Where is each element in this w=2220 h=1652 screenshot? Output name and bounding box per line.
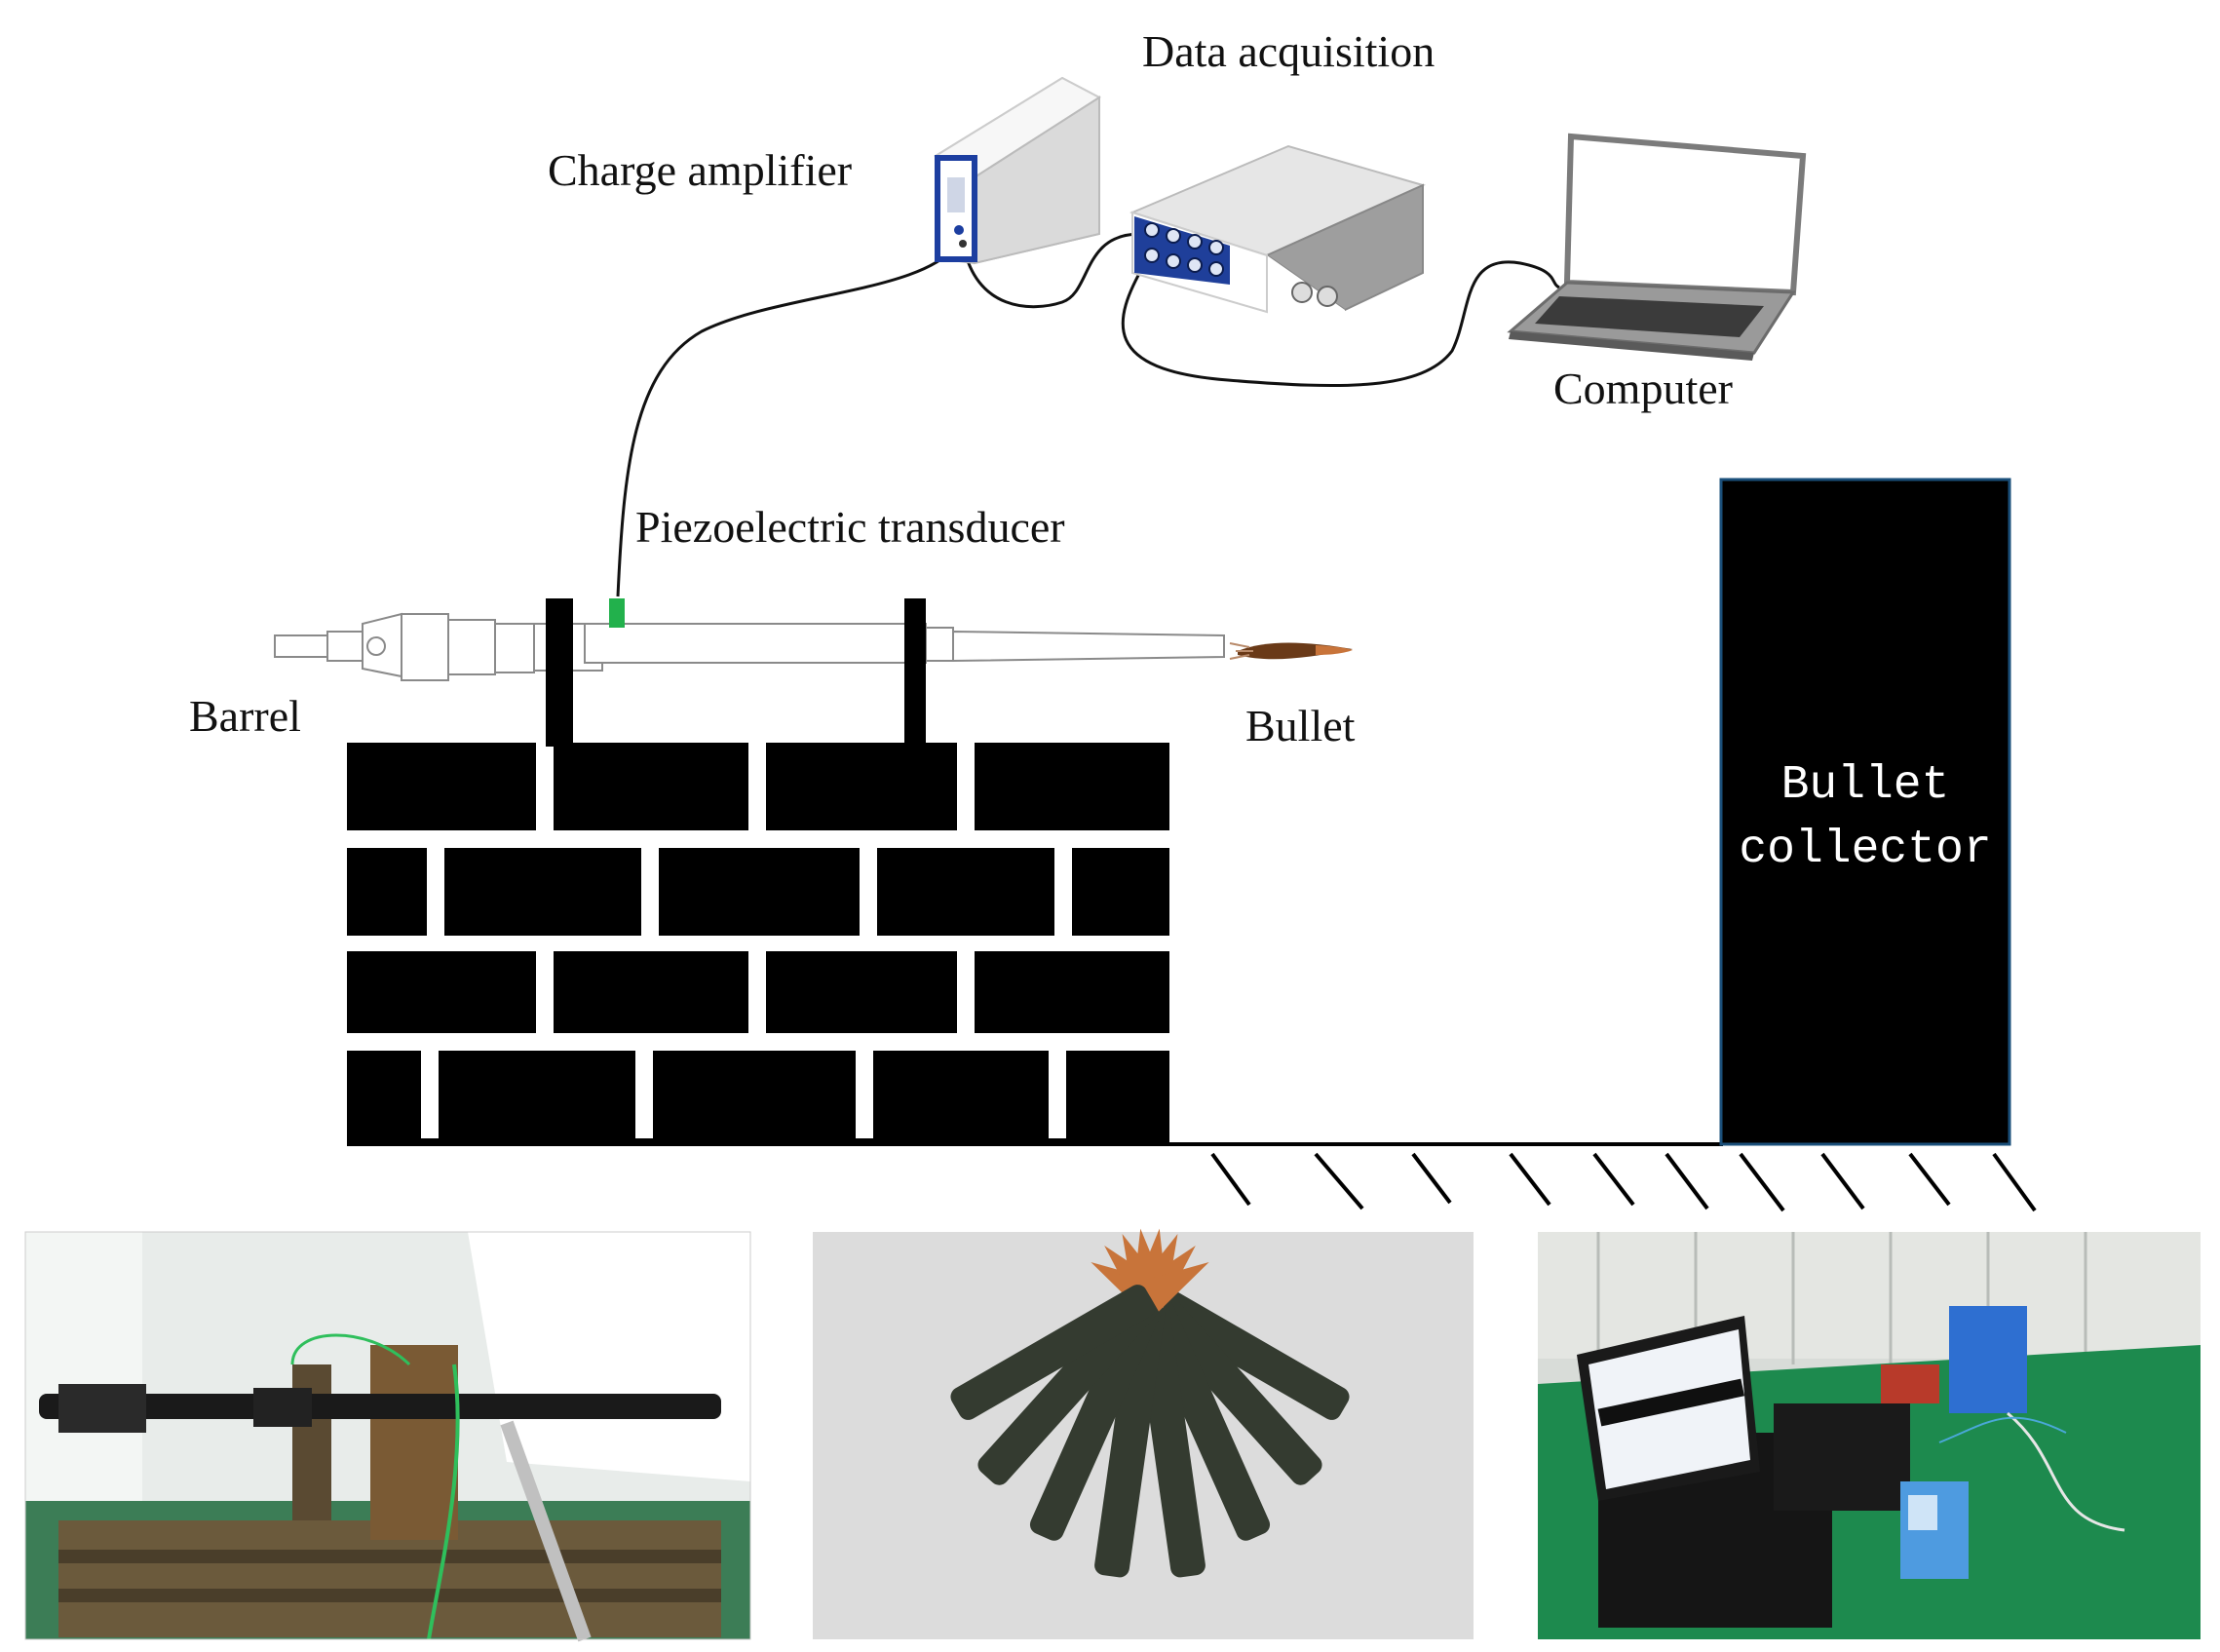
- bullet-collector: [1719, 478, 2011, 1146]
- wire-transducer-amplifier: [616, 238, 962, 597]
- wiring: [616, 232, 1560, 597]
- label-piezoelectric-transducer: Piezoelectric transducer: [635, 502, 1065, 552]
- photo-barrel-setup: [24, 1231, 751, 1642]
- brick-wall: [347, 743, 1169, 1146]
- bullet-projectile: [1229, 642, 1353, 660]
- ground-line: [1169, 1142, 2037, 1212]
- barrel: [274, 612, 1225, 681]
- daq-connectors: [1144, 222, 1224, 277]
- label-barrel: Barrel: [189, 691, 301, 741]
- label-computer: Computer: [1553, 364, 1733, 413]
- photo-instrument-setup: [1538, 1232, 2201, 1639]
- label-bullet-collector-line1: Bullet: [1781, 759, 1950, 812]
- label-data-acquisition: Data acquisition: [1142, 26, 1435, 76]
- barrel-clamp-front: [546, 598, 573, 747]
- charge-amplifier-device: [934, 76, 1101, 265]
- label-bullet: Bullet: [1245, 701, 1356, 750]
- label-bullet-collector-line2: collector: [1739, 824, 1991, 876]
- wire-daq-computer: [1121, 260, 1560, 388]
- data-acquisition-device: [1129, 144, 1426, 314]
- cartridge-group: [950, 1228, 1350, 1578]
- wire-amplifier-daq: [961, 232, 1141, 309]
- label-charge-amplifier: Charge amplifier: [548, 145, 852, 195]
- piezoelectric-transducer-sensor: [609, 598, 625, 628]
- photo-cartridges: [813, 1228, 1474, 1639]
- barrel-clamp-rear: [904, 598, 926, 747]
- computer-device: [1507, 133, 1807, 361]
